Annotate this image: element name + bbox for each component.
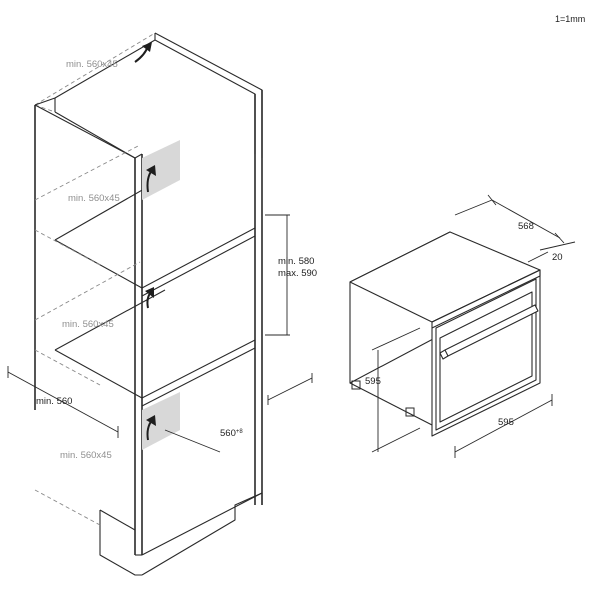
dim-oven-width [454, 394, 553, 458]
dim-oven-height [371, 327, 421, 453]
dim-front-thickness [527, 241, 576, 263]
vent-arrow-upper [146, 165, 156, 193]
vent-arrow-top [134, 42, 152, 63]
built-in-oven [349, 231, 541, 437]
niche-depth-value: 560 [220, 428, 236, 439]
oven-depth-label: 568 [518, 221, 534, 232]
niche-depth-tolerance: +8 [236, 429, 244, 435]
vent-label-top: min. 560x45 [66, 59, 118, 70]
dim-oven-depth [454, 194, 565, 244]
dim-width-min [7, 366, 119, 438]
vent-label-bottom: min. 560x45 [60, 450, 112, 461]
tall-cabinet [34, 32, 263, 576]
dim-niche-depth [267, 373, 313, 405]
vent-arrow-bottom [146, 415, 156, 441]
oven-height-label: 595 [365, 376, 381, 387]
scale-note: 1=1mm [555, 14, 585, 24]
niche-height-min-label: min. 580 [278, 256, 314, 267]
front-thickness-label: 20 [552, 252, 563, 263]
dim-niche-height [265, 214, 290, 336]
vent-label-middle: min. 560x45 [62, 319, 114, 330]
width-min-label: min. 560 [36, 396, 72, 407]
niche-height-max-label: max. 590 [278, 268, 317, 279]
vent-label-upper: min. 560x45 [68, 193, 120, 204]
vent-arrow-middle [145, 287, 154, 309]
oven-width-label: 595 [498, 417, 514, 428]
niche-depth-label: 560+8 [220, 428, 243, 439]
